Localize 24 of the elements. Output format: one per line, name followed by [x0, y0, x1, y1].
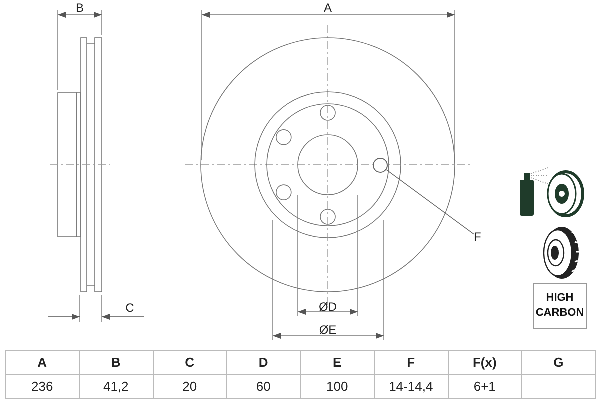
table-header: F(x)	[448, 351, 522, 375]
table-header: D	[227, 351, 301, 375]
dimension-label: C	[126, 301, 134, 315]
table-value: 236	[6, 375, 80, 399]
table-header: C	[154, 351, 228, 375]
table-header: E	[301, 351, 375, 375]
table-value: 100	[301, 375, 375, 399]
dimension-label: ØD	[319, 300, 337, 314]
dimension-label: ØE	[319, 323, 337, 337]
bolt-hole	[373, 158, 388, 173]
table-value: 60	[227, 375, 301, 399]
table-value: 41,2	[80, 375, 154, 399]
callout-letter: F	[474, 230, 484, 246]
table-header: F	[374, 351, 448, 375]
table-value: 20	[154, 375, 228, 399]
material-badge: HIGH CARBON	[533, 283, 587, 329]
table-header: G	[522, 351, 596, 375]
table-header: A	[6, 351, 80, 375]
table-header: B	[80, 351, 154, 375]
dimension-label: A	[324, 1, 332, 15]
dimension-label: B	[76, 1, 84, 15]
table-value: 6+1	[448, 375, 522, 399]
table-value: 14-14,4	[374, 375, 448, 399]
leader-line	[386, 170, 474, 235]
